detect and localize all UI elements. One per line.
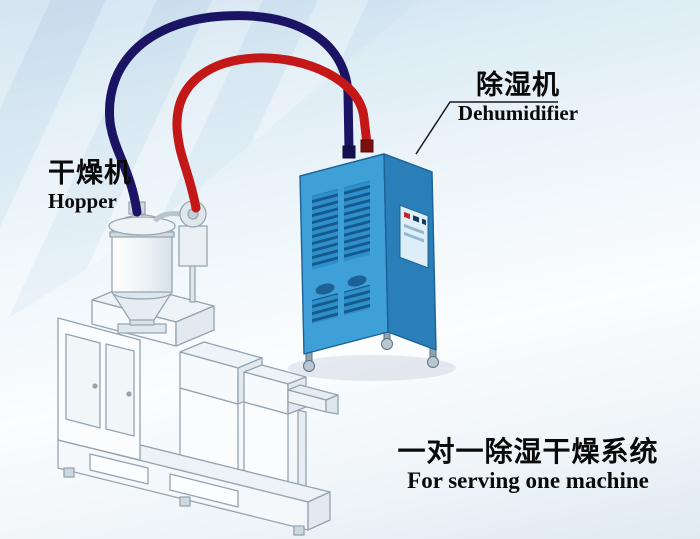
return-air-pipe-navy <box>105 11 354 217</box>
return-hose <box>153 211 181 223</box>
base-panel <box>89 453 149 485</box>
vent-oval <box>315 283 335 295</box>
caster-wheel <box>303 360 315 372</box>
vent-grille <box>344 284 370 316</box>
panel-display <box>404 231 424 243</box>
dehumidifier-leader-line <box>415 101 558 155</box>
caster-wheel <box>381 338 393 350</box>
pipe-port-red <box>360 139 374 153</box>
blower-body <box>178 225 208 267</box>
cabinet-door <box>105 343 135 437</box>
casters <box>303 329 439 372</box>
pipe-port-navy <box>342 145 356 159</box>
cabinet-door <box>65 333 101 429</box>
dehumidifier-shadow <box>288 355 456 381</box>
dehumidifier-label-en: Dehumidifier <box>457 101 579 126</box>
machine-foot <box>63 467 75 478</box>
machine-base-side <box>307 491 331 531</box>
machine-foot <box>179 496 191 507</box>
deck-side <box>175 305 215 347</box>
panel-button <box>413 215 419 223</box>
machine-foot <box>293 525 305 536</box>
hopper-label-en: Hopper <box>48 189 117 214</box>
panel-button <box>422 218 426 226</box>
dry-air-pipe-red <box>172 53 372 213</box>
hopper-lid-rim <box>108 216 176 236</box>
vent-grille <box>312 293 338 324</box>
vent-grilles <box>312 180 370 324</box>
extruder-machine <box>57 283 339 536</box>
door-handle <box>126 391 132 397</box>
hopper-label-cn: 干燥机 <box>48 158 132 188</box>
caster-wheel <box>427 356 439 368</box>
control-panel <box>399 204 429 269</box>
die-head <box>325 394 339 415</box>
vent-grille <box>312 189 338 270</box>
panel-button <box>404 211 410 220</box>
system-caption-cn: 一对一除湿干燥系统 <box>397 436 659 467</box>
door-handle <box>92 383 98 389</box>
system-caption-en: For serving one machine <box>407 468 649 494</box>
hopper-label: 干燥机 Hopper <box>48 158 132 213</box>
dehumidifier-label: 除湿机 Dehumidifier <box>438 70 598 125</box>
vent-grille <box>344 180 370 262</box>
panel-display <box>404 223 424 235</box>
dehumidifier <box>299 153 439 372</box>
blower-stand <box>189 263 196 303</box>
system-caption: 一对一除湿干燥系统 For serving one machine <box>380 436 676 495</box>
vent-oval <box>347 275 367 287</box>
dehumidifier-label-cn: 除湿机 <box>476 70 560 100</box>
base-panel <box>169 473 239 508</box>
hopper-dryer <box>108 200 208 334</box>
